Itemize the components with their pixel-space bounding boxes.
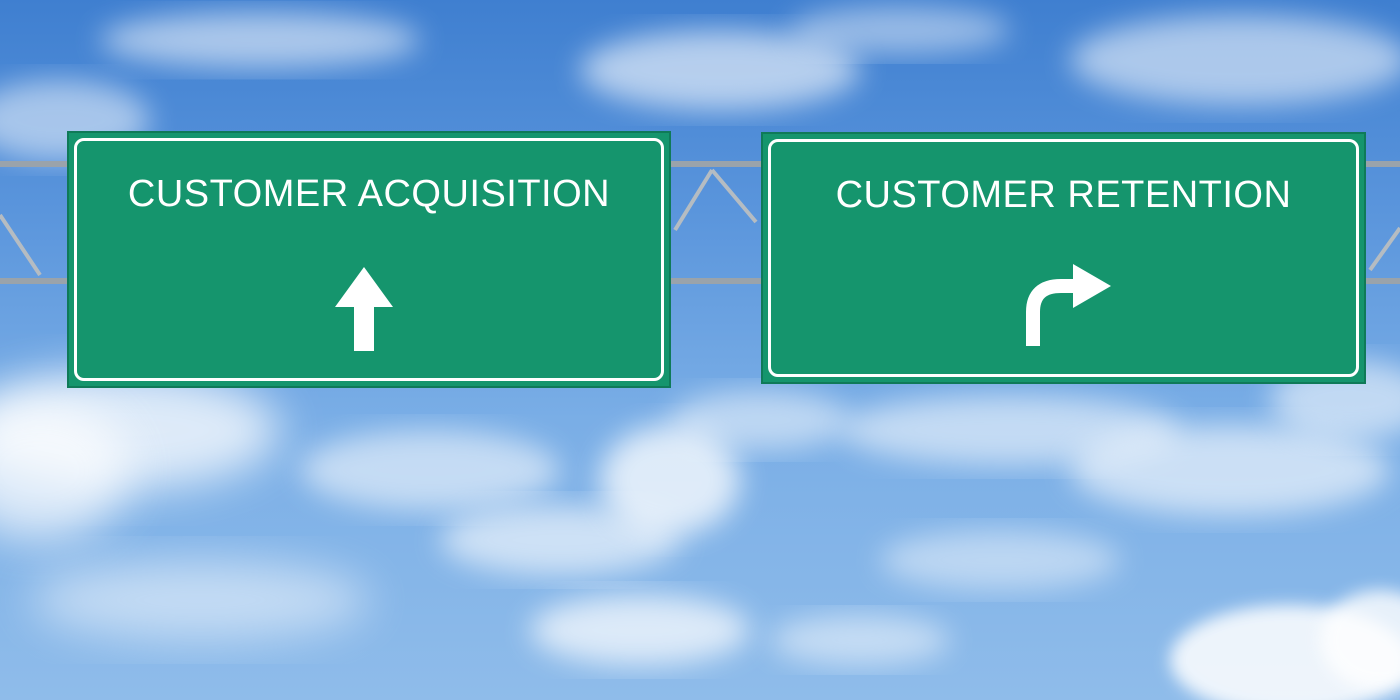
arrow-turn-right-icon bbox=[1026, 264, 1111, 346]
sign-customer-retention: CUSTOMER RETENTION bbox=[761, 132, 1366, 384]
sign-label: CUSTOMER ACQUISITION bbox=[127, 173, 611, 215]
clouds bbox=[0, 6, 1400, 700]
sign-label: CUSTOMER RETENTION bbox=[835, 174, 1292, 216]
sign-border bbox=[74, 138, 664, 381]
arrow-up-icon bbox=[335, 267, 393, 351]
sign-border bbox=[768, 139, 1359, 377]
sign-customer-acquisition: CUSTOMER ACQUISITION bbox=[67, 131, 671, 388]
